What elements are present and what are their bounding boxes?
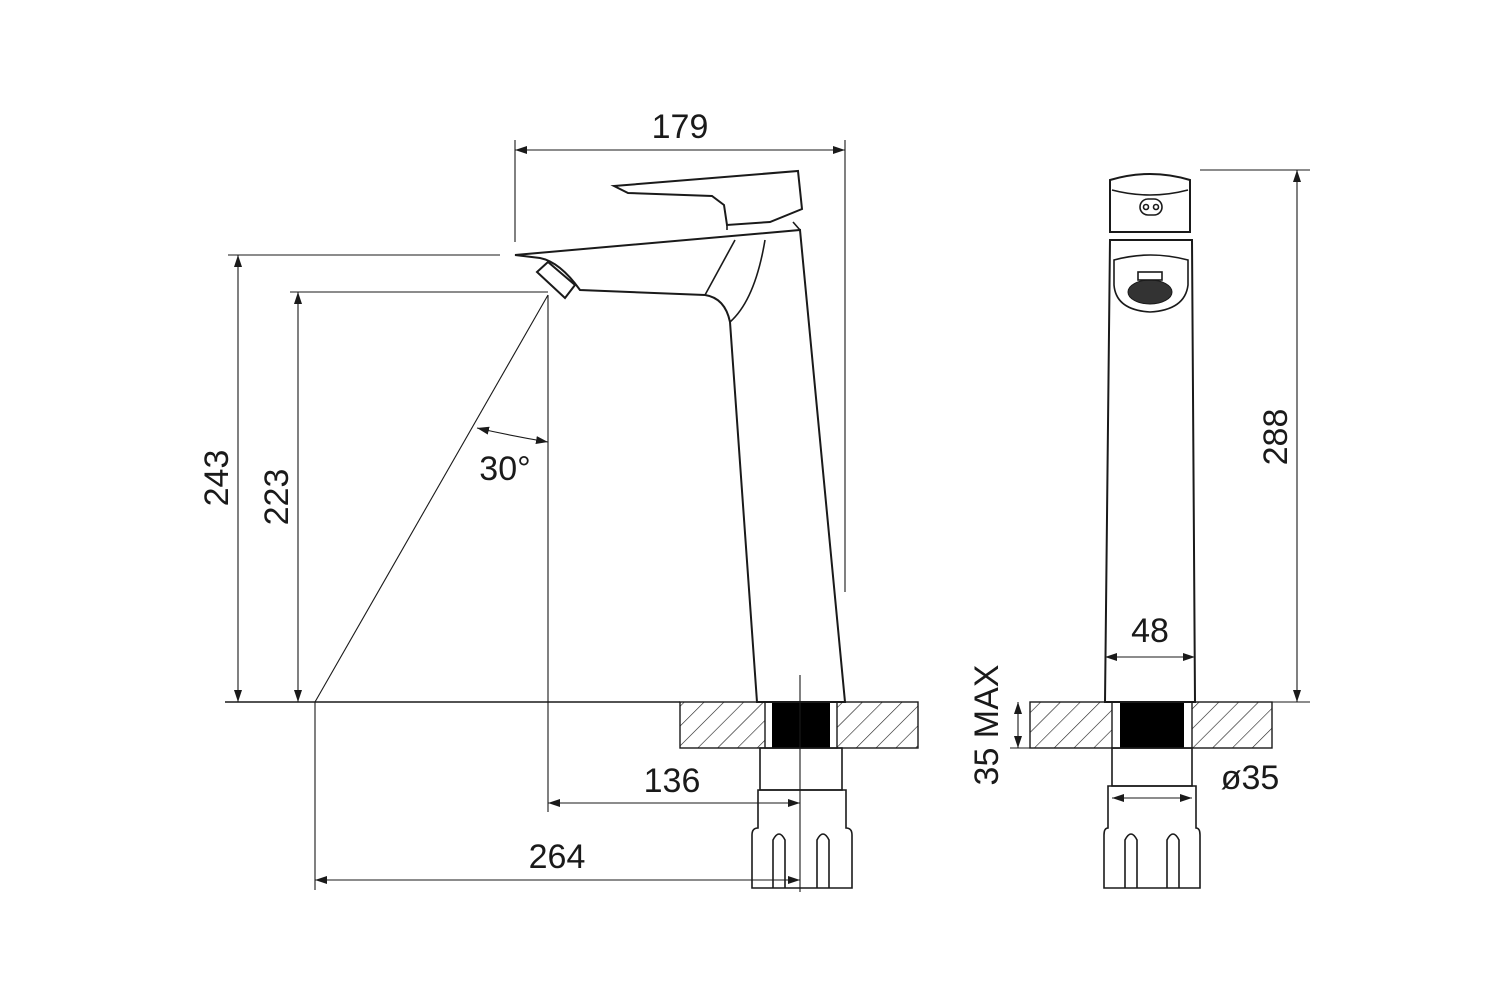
- connector-grooves: [772, 833, 830, 888]
- water-stream-line: [314, 294, 549, 703]
- indicator-plate: [1139, 198, 1163, 216]
- dim-overall-height-label: 288: [1257, 409, 1295, 466]
- cold-indicator: [1152, 203, 1160, 211]
- connector-grooves: [1124, 833, 1180, 888]
- dim-spout-height-label: 243: [198, 450, 236, 507]
- lock-nut: [759, 747, 843, 791]
- dim-depth-label: 179: [652, 108, 709, 146]
- handle-edge: [1111, 189, 1189, 196]
- aerator-front: [1127, 279, 1173, 305]
- dim-body-width-label: 48: [1131, 612, 1169, 650]
- body-edge: [729, 239, 766, 323]
- angle-arc: [476, 426, 549, 444]
- body-edge: [704, 239, 736, 296]
- angle-label: 30°: [479, 450, 530, 488]
- dim-outlet-offset-label: 136: [644, 762, 701, 800]
- front-view: 288 48 35 MAX ø35: [968, 169, 1310, 889]
- hot-indicator: [1142, 203, 1150, 211]
- dim-hole-diameter-label: ø35: [1221, 759, 1280, 797]
- faucet-body-front: [1103, 239, 1197, 703]
- connector: [751, 789, 853, 889]
- lock-nut: [1111, 747, 1193, 787]
- connector: [1103, 785, 1201, 889]
- handle-front: [1109, 173, 1191, 233]
- handle-base: [726, 221, 801, 231]
- spout-front: [1113, 254, 1189, 313]
- aerator-rim: [1137, 271, 1163, 281]
- dim-stream-offset-label: 264: [529, 838, 586, 876]
- threaded-shank: [772, 702, 830, 748]
- dim-counter-thickness-label: 35 MAX: [968, 665, 1006, 786]
- side-view: 30° 179 243 223 136 264: [198, 108, 919, 892]
- dim-outlet-height-label: 223: [258, 469, 296, 526]
- aerator: [535, 260, 577, 300]
- threaded-shank: [1120, 702, 1184, 748]
- lever-handle: [610, 169, 804, 227]
- faucet-body: [514, 228, 847, 703]
